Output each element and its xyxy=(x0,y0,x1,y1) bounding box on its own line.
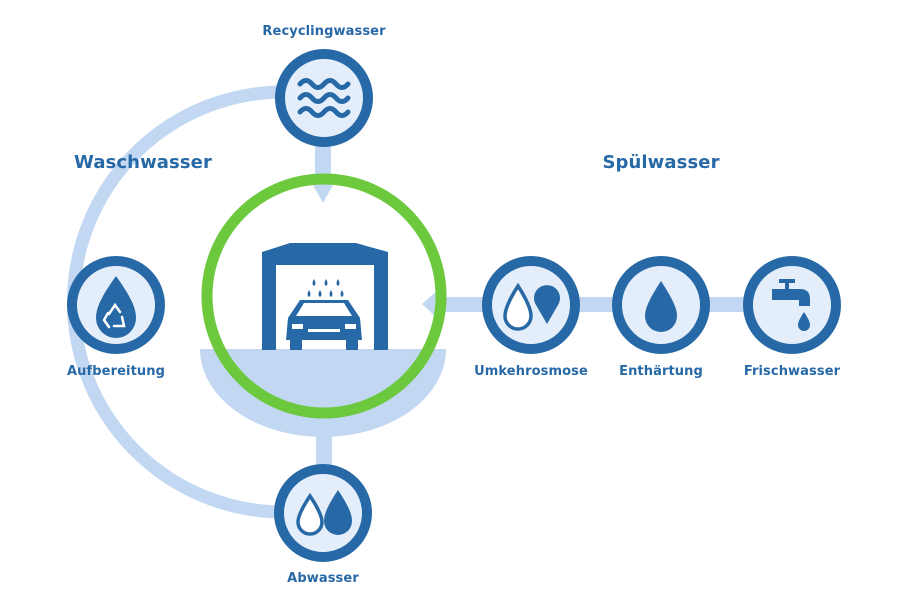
connector-center-waste xyxy=(316,428,332,468)
node-recycling xyxy=(275,49,373,147)
label-softening: Enthärtung xyxy=(619,364,703,379)
arrow-into-center xyxy=(313,185,333,203)
car-wash-center xyxy=(200,173,447,437)
drops-icon xyxy=(503,282,560,331)
green-ring xyxy=(201,173,447,419)
label-treatment: Aufbereitung xyxy=(66,364,166,379)
label-fresh: Frischwasser xyxy=(743,364,841,379)
cycle-arrow-notch xyxy=(160,446,176,462)
node-softening xyxy=(612,256,710,354)
two-drops-icon xyxy=(296,490,352,536)
label-reverse-osmosis: Umkehrosmose xyxy=(474,364,588,379)
car-wash-icon xyxy=(262,243,388,350)
faucet-icon xyxy=(772,279,810,331)
label-recycling: Recyclingwasser xyxy=(262,24,386,39)
drop-icon xyxy=(645,281,677,332)
waves-icon xyxy=(297,78,351,118)
node-fresh xyxy=(743,256,841,354)
node-reverse-osmosis xyxy=(482,256,580,354)
recycle-drop-icon xyxy=(96,276,136,338)
label-wash-water: Waschwasser xyxy=(74,152,212,173)
label-waste: Abwasser xyxy=(287,571,359,586)
node-treatment xyxy=(67,256,165,354)
arrow-into-center-right xyxy=(422,290,438,319)
node-waste xyxy=(274,464,372,562)
water-basin xyxy=(200,349,446,437)
label-rinse-water: Spülwasser xyxy=(602,152,720,173)
